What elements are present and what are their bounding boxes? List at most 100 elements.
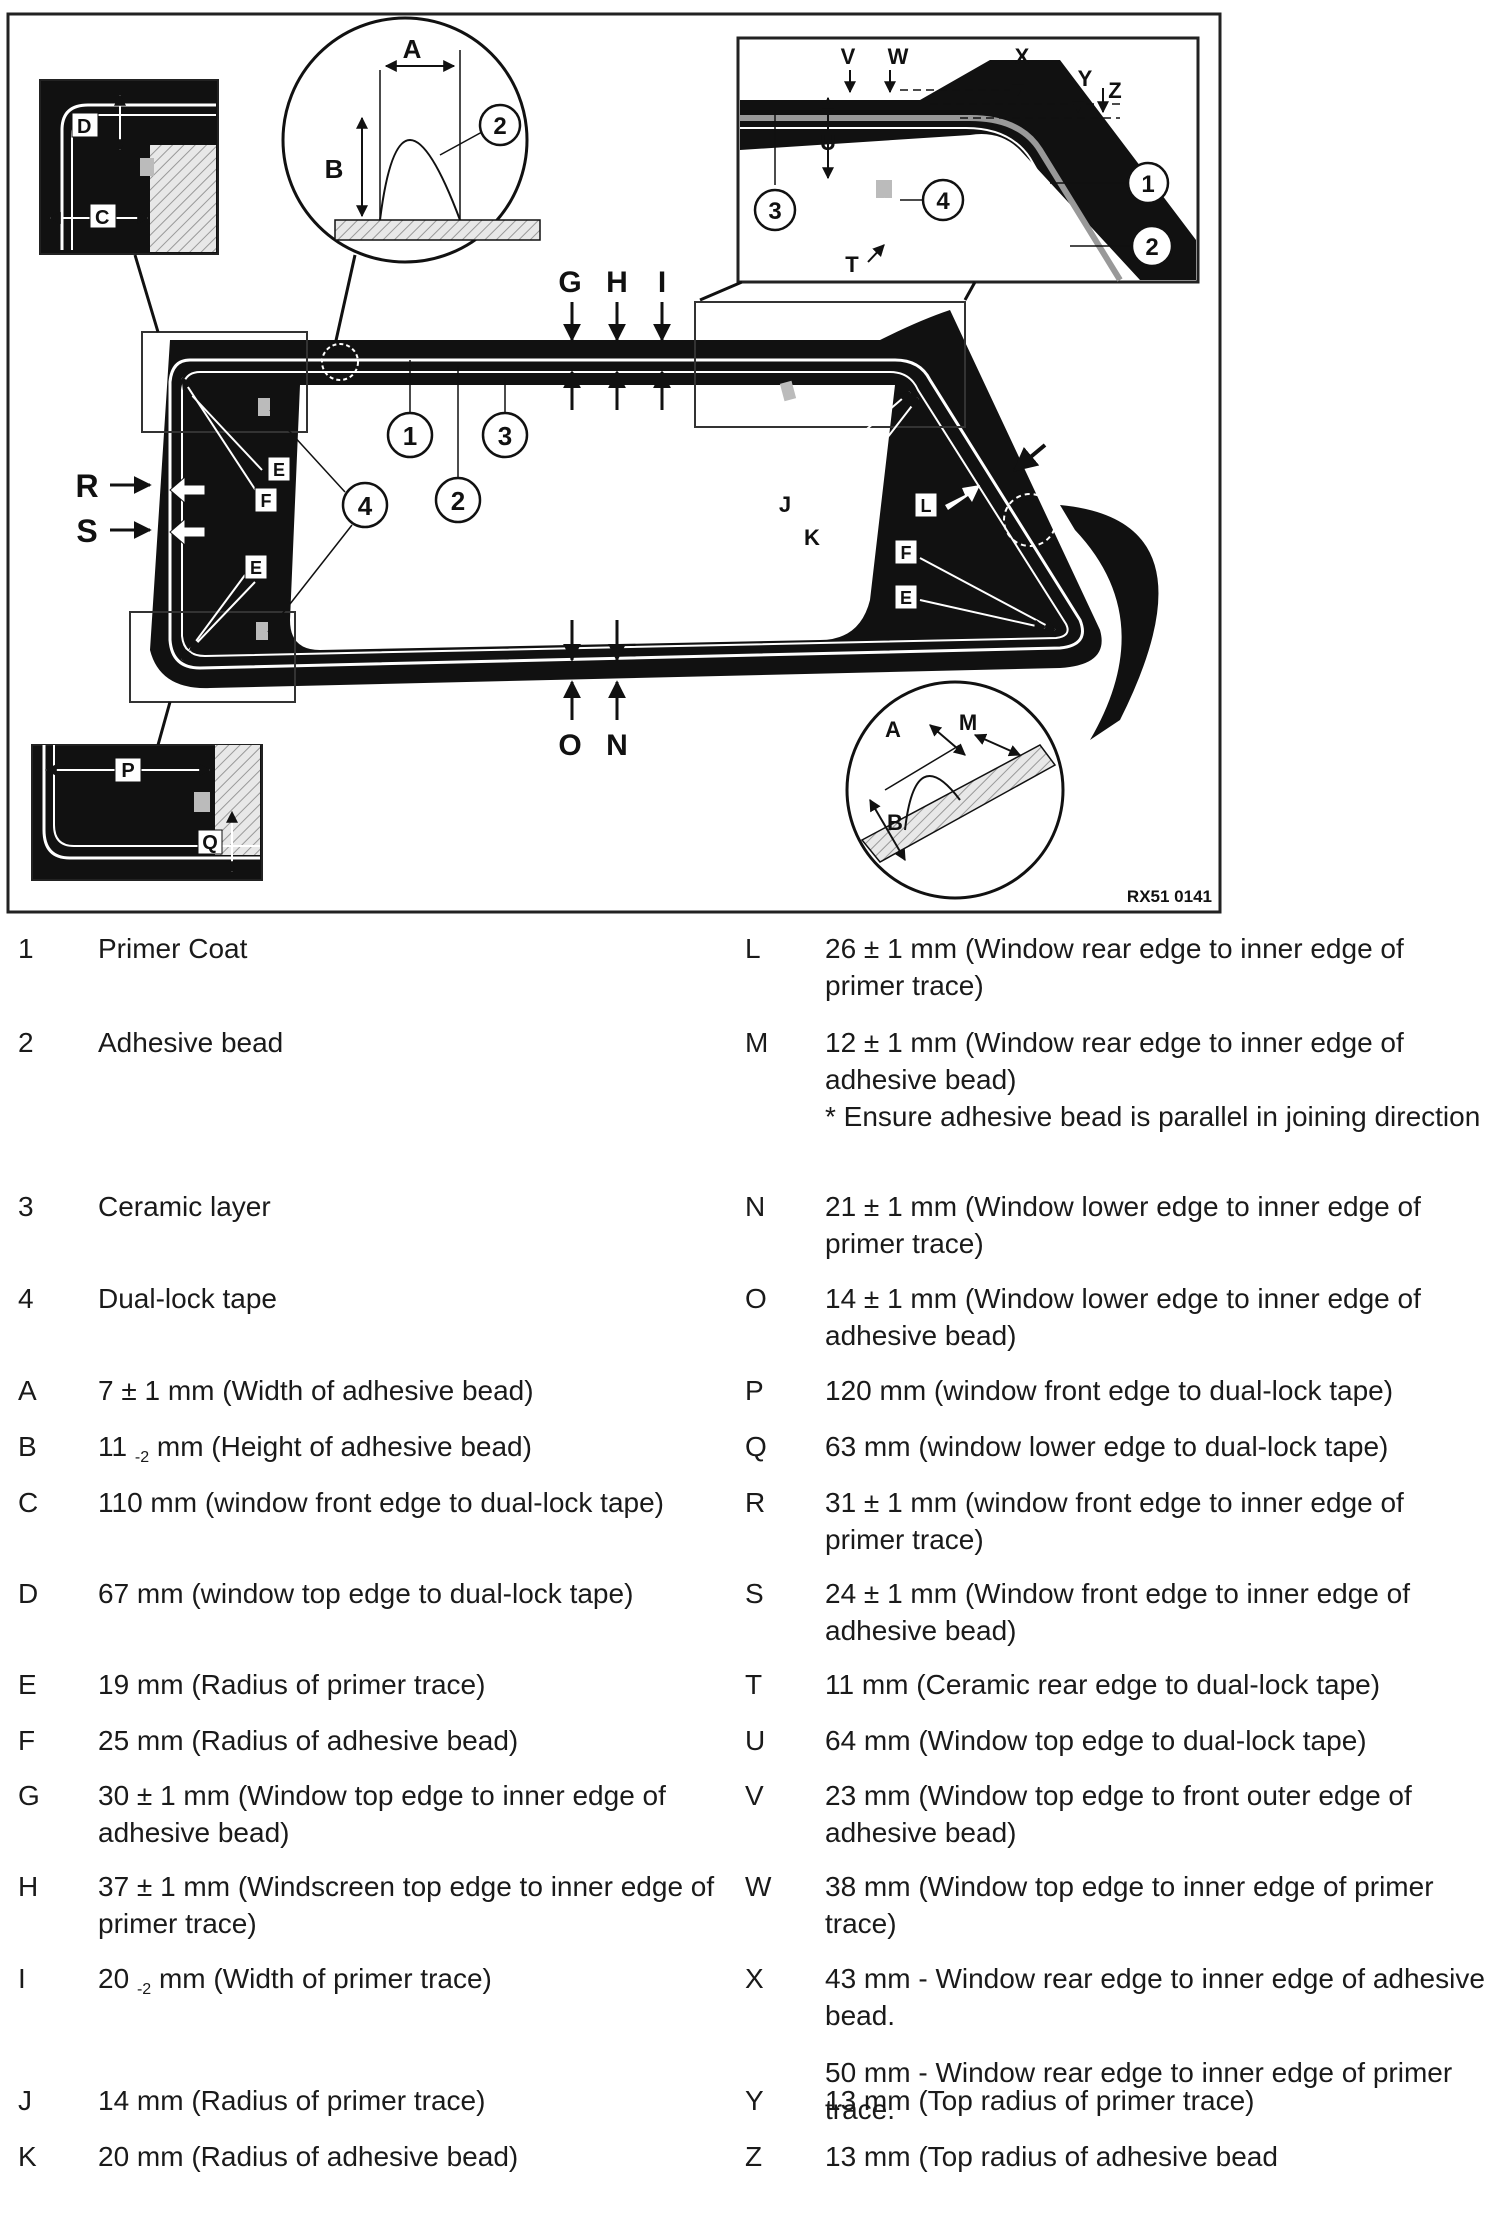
legend-text: 12 ± 1 mm (Window rear edge to inner edg… [825, 1024, 1485, 1135]
label-2-top: 2 [493, 113, 506, 140]
legend-text: 19 mm (Radius of primer trace) [98, 1669, 486, 1700]
label-i: I [658, 266, 666, 299]
legend-text: 120 mm (window front edge to dual-lock t… [825, 1375, 1394, 1406]
legend-key: N [745, 1191, 766, 1222]
legend-text: 26 ± 1 mm (Window rear edge to inner edg… [825, 933, 1404, 1001]
legend-text: 30 ± 1 mm (Window top edge to inner edge… [98, 1780, 666, 1848]
label-2-main: 2 [451, 486, 465, 516]
label-4-inset: 4 [936, 188, 950, 215]
label-b-bottom: B [887, 810, 903, 835]
legend-text: 37 ± 1 mm (Windscreen top edge to inner … [98, 1871, 715, 1939]
legend-key: S [745, 1578, 764, 1609]
legend-key: F [18, 1725, 36, 1756]
label-4-main: 4 [358, 491, 373, 521]
legend-row: X 43 mm - Window rear edge to inner edge… [745, 1960, 1485, 2128]
legend-key: B [18, 1431, 37, 1462]
label-h: H [606, 266, 628, 299]
legend-key: M [745, 1027, 769, 1058]
detail-box-lower-left [129, 611, 296, 703]
tape-pad-upper-left [258, 398, 270, 416]
legend-row: 2 Adhesive bead [18, 1024, 718, 1061]
legend-text: 11 -2 mm (Height of adhesive bead) [98, 1428, 718, 1476]
legend-key: H [18, 1871, 39, 1902]
legend-text: 20 mm (Radius of adhesive bead) [98, 2141, 519, 2172]
legend-text: 13 mm (Top radius of primer trace) [825, 2085, 1255, 2116]
legend-row: Q 63 mm (window lower edge to dual-lock … [745, 1428, 1485, 1465]
legend-text: 67 mm (window top edge to dual-lock tape… [98, 1578, 634, 1609]
label-z: Z [1108, 78, 1121, 103]
legend-key: T [745, 1669, 763, 1700]
magnify-connector [1060, 505, 1159, 740]
legend-text: 64 mm (Window top edge to dual-lock tape… [825, 1725, 1367, 1756]
inset-lower-left [31, 744, 263, 881]
legend-row: N 21 ± 1 mm (Window lower edge to inner … [745, 1188, 1485, 1262]
legend-row: P 120 mm (window front edge to dual-lock… [745, 1372, 1485, 1409]
label-e-left-2: E [250, 558, 262, 578]
legend-text: 31 ± 1 mm (window front edge to inner ed… [825, 1487, 1404, 1555]
legend-key: X [745, 1963, 764, 1994]
label-f-left: F [261, 491, 272, 511]
legend-key: 1 [18, 933, 34, 964]
legend-key: E [18, 1669, 37, 1700]
legend-description: mm (Height of adhesive bead) [149, 1431, 532, 1462]
label-y: Y [1078, 66, 1093, 91]
legend-key: 2 [18, 1027, 34, 1058]
label-1-inset: 1 [1141, 171, 1154, 198]
inset-upper-right [736, 36, 1200, 284]
legend-row: I 20 -2 mm (Width of primer trace) [18, 1960, 718, 2008]
legend-key: L [745, 933, 761, 964]
inset-bead-angle [845, 680, 1065, 900]
legend-text: 110 mm (window front edge to dual-lock t… [98, 1487, 664, 1518]
legend-row: V 23 mm (Window top edge to front outer … [745, 1777, 1485, 1851]
label-o: O [558, 729, 581, 762]
label-a-top: A [403, 34, 422, 64]
legend-row: T 11 mm (Ceramic rear edge to dual-lock … [745, 1666, 1485, 1703]
label-l: L [921, 496, 932, 516]
window-body [150, 310, 1102, 689]
on-arrows [563, 620, 626, 720]
legend-row: J 14 mm (Radius of primer trace) [18, 2082, 718, 2119]
legend-row: S 24 ± 1 mm (Window front edge to inner … [745, 1575, 1485, 1649]
figure-code: RX51 0141 [1127, 887, 1212, 906]
main-number-callouts [267, 360, 529, 633]
tape-pad-lower-left [256, 622, 268, 640]
legend-row: B 11 -2 mm (Height of adhesive bead) [18, 1428, 718, 1476]
label-f-right: F [901, 543, 912, 563]
legend-key: Q [745, 1431, 767, 1462]
legend-text: 13 mm (Top radius of adhesive bead [825, 2141, 1278, 2172]
legend-row: 1 Primer Coat [18, 930, 718, 967]
label-b-top: B [325, 154, 344, 184]
label-x: X [1015, 44, 1030, 69]
legend-row: G 30 ± 1 mm (Window top edge to inner ed… [18, 1777, 718, 1851]
arrow-j [789, 391, 911, 496]
legend-key: D [18, 1578, 39, 1609]
legend-text: 43 mm - Window rear edge to inner edge o… [825, 1960, 1485, 2128]
label-a-bottom: A [885, 717, 901, 742]
legend-description: 43 mm - Window rear edge to inner edge o… [825, 1963, 1485, 2031]
label-d: D [77, 116, 91, 138]
legend-key: U [745, 1725, 766, 1756]
label-j: J [779, 492, 791, 517]
legend-key: Y [745, 2085, 764, 2116]
legend-row: A 7 ± 1 mm (Width of adhesive bead) [18, 1372, 718, 1409]
legend-row: C 110 mm (window front edge to dual-lock… [18, 1484, 718, 1521]
legend-extra: 50 mm - Window rear edge to inner edge o… [825, 2057, 1453, 2125]
legend-text: 11 mm (Ceramic rear edge to dual-lock ta… [825, 1669, 1381, 1700]
label-e-left-1: E [273, 460, 285, 480]
legend-row: M 12 ± 1 mm (Window rear edge to inner e… [745, 1024, 1485, 1135]
legend-row: K 20 mm (Radius of adhesive bead) [18, 2138, 718, 2175]
legend-row: R 31 ± 1 mm (window front edge to inner … [745, 1484, 1485, 1558]
legend-key: A [18, 1375, 37, 1406]
legend-note: * Ensure adhesive bead is parallel in jo… [825, 1101, 1481, 1132]
legend-row: H 37 ± 1 mm (Windscreen top edge to inne… [18, 1868, 718, 1942]
label-1-main: 1 [403, 421, 417, 451]
label-m: M [959, 710, 977, 735]
label-c: C [95, 207, 109, 229]
legend-text: 14 ± 1 mm (Window lower edge to inner ed… [825, 1283, 1421, 1351]
legend-key: 4 [18, 1283, 34, 1314]
legend-key: P [745, 1375, 764, 1406]
legend-text: 38 mm (Window top edge to inner edge of … [825, 1871, 1434, 1939]
windscreen-diagram: D C A B 2 [0, 0, 1500, 930]
legend-key: W [745, 1871, 772, 1902]
legend-row: 3 Ceramic layer [18, 1188, 718, 1225]
